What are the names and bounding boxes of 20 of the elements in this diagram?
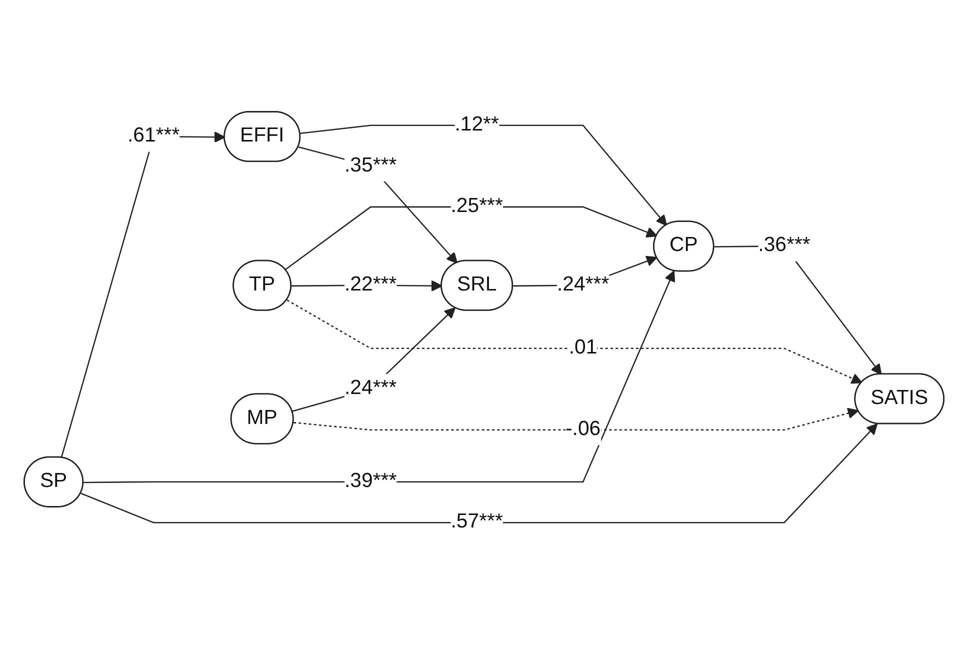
- edge-label: .24***: [556, 274, 609, 296]
- arrow: [300, 124, 667, 226]
- edge-label: .24***: [344, 378, 396, 400]
- edge-label: .35***: [344, 154, 396, 176]
- edge-label: .25***: [450, 195, 502, 218]
- edge-label: .57***: [450, 511, 502, 533]
- arrow: [292, 307, 456, 412]
- arrow: [60, 131, 225, 458]
- arrow: [292, 408, 858, 431]
- arrow: [298, 146, 458, 264]
- edge-label: .12**: [454, 114, 498, 136]
- edge-label: .22***: [344, 274, 396, 296]
- edge-label: .61***: [126, 125, 180, 147]
- arrow: [83, 270, 675, 484]
- arrow: [286, 300, 862, 384]
- arrow: [80, 423, 878, 524]
- edge-label: .01: [568, 336, 597, 359]
- edge-label: .39***: [344, 470, 396, 492]
- edge-label: .36***: [758, 234, 810, 256]
- edge-label: -.06: [565, 418, 600, 440]
